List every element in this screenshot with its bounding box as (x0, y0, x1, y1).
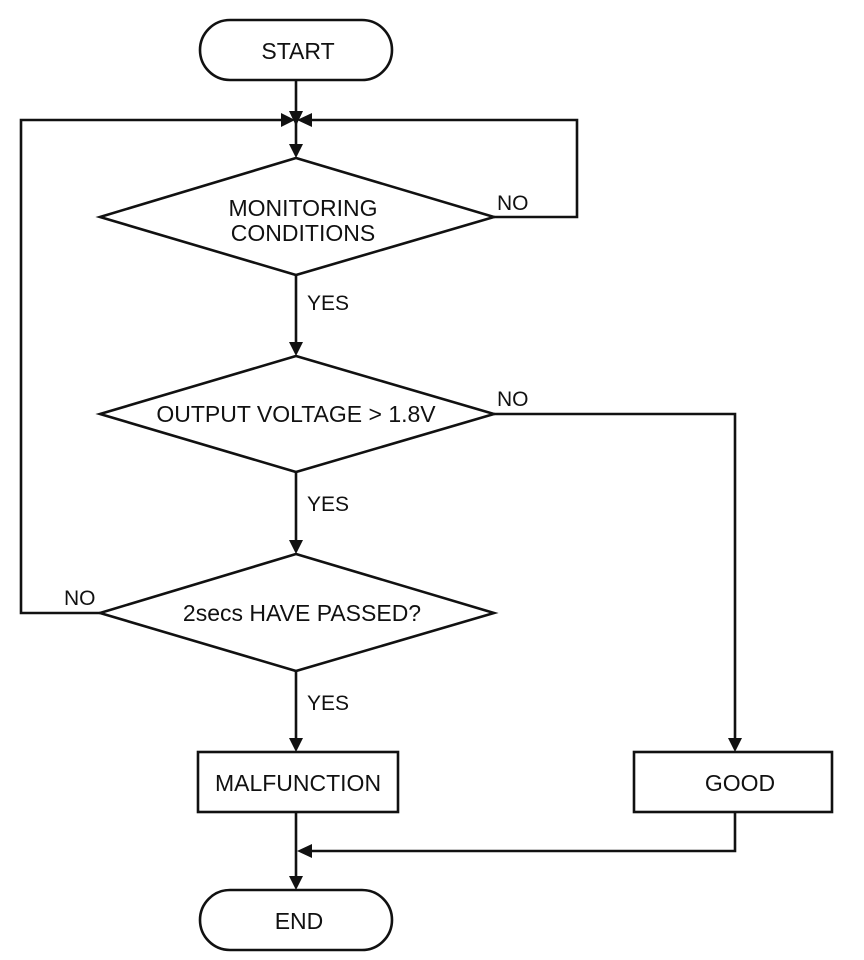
arrow-into-voltage (289, 342, 303, 356)
malfunction-process: MALFUNCTION (196, 750, 400, 814)
start-label: START (261, 38, 334, 64)
arrow-into-end (289, 876, 303, 890)
connectors (19, 80, 737, 880)
arrow-into-good (728, 738, 742, 752)
connector-timer-no-loop (19, 118, 282, 615)
good-process: GOOD (632, 750, 834, 814)
end-terminal: END (198, 888, 394, 952)
monitoring-yes-label: YES (307, 292, 349, 315)
connector-good-to-merge (310, 812, 737, 853)
voltage-no-label: NO (497, 388, 529, 411)
monitoring-label-line1: MONITORING (228, 195, 377, 221)
arrow-into-monitoring (289, 144, 303, 158)
timer-yes-label: YES (307, 692, 349, 715)
good-label: GOOD (705, 770, 775, 796)
arrow-into-malfunction (289, 738, 303, 752)
connector-voltage-no (494, 412, 737, 742)
voltage-decision: OUTPUT VOLTAGE > 1.8V (95, 354, 499, 474)
arrow-left-junction (297, 113, 312, 127)
timer-no-label: NO (64, 587, 96, 610)
start-terminal: START (198, 18, 394, 82)
arrow-down-junction (289, 111, 303, 126)
connector-monitoring-no-loop (310, 118, 579, 219)
monitoring-decision: MONITORING CONDITIONS (95, 156, 499, 277)
end-label: END (275, 908, 324, 934)
monitoring-label-line2: CONDITIONS (231, 220, 375, 246)
arrowheads (281, 111, 742, 890)
arrow-right-junction (281, 113, 295, 127)
arrow-into-timer (289, 540, 303, 554)
arrow-merge-left (297, 844, 312, 858)
timer-decision: 2secs HAVE PASSED? (95, 552, 499, 673)
voltage-yes-label: YES (307, 493, 349, 516)
timer-label: 2secs HAVE PASSED? (183, 600, 421, 626)
monitoring-no-label: NO (497, 192, 529, 215)
edge-labels: NO YES NO YES NO YES (64, 192, 529, 715)
malfunction-label: MALFUNCTION (215, 770, 381, 796)
voltage-label: OUTPUT VOLTAGE > 1.8V (156, 401, 436, 427)
